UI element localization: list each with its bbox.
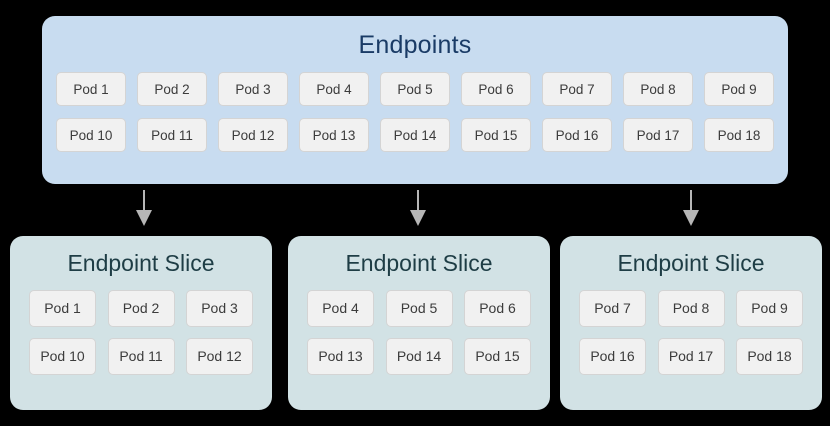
pod-chip[interactable]: Pod 7 <box>542 72 612 106</box>
arrow-down-icon <box>133 190 155 226</box>
endpoint-slice-title: Endpoint Slice <box>617 250 765 276</box>
pod-chip[interactable]: Pod 12 <box>218 118 288 152</box>
arrow-head <box>683 210 699 226</box>
pod-chip[interactable]: Pod 6 <box>464 289 531 327</box>
endpoints-pod-grid: Pod 1 Pod 2 Pod 3 Pod 4 Pod 5 Pod 6 Pod … <box>42 60 788 152</box>
pod-chip[interactable]: Pod 14 <box>385 337 453 375</box>
pod-chip[interactable]: Pod 4 <box>307 289 374 327</box>
endpoint-slice-pod-grid: Pod 7 Pod 8 Pod 9 Pod 16 Pod 17 Pod 18 <box>560 278 822 375</box>
endpoint-slice-pod-row: Pod 1 Pod 2 Pod 3 <box>29 289 253 327</box>
pod-chip[interactable]: Pod 14 <box>380 118 450 152</box>
pod-chip[interactable]: Pod 18 <box>736 337 803 375</box>
pod-chip[interactable]: Pod 3 <box>186 289 253 327</box>
pod-chip[interactable]: Pod 16 <box>542 118 612 152</box>
pod-chip[interactable]: Pod 13 <box>307 337 374 375</box>
endpoint-slice-pod-row: Pod 13 Pod 14 Pod 15 <box>307 337 531 375</box>
pod-chip[interactable]: Pod 4 <box>299 72 369 106</box>
pod-chip[interactable]: Pod 8 <box>657 289 725 327</box>
pod-chip[interactable]: Pod 5 <box>385 289 453 327</box>
endpoint-slice-pod-row: Pod 4 Pod 5 Pod 6 <box>307 289 531 327</box>
arrow-stem <box>417 190 419 214</box>
pod-chip[interactable]: Pod 11 <box>107 337 175 375</box>
arrow-down-icon <box>680 190 702 226</box>
pod-chip[interactable]: Pod 1 <box>56 72 126 106</box>
arrow-stem <box>143 190 145 214</box>
endpoint-slice-title: Endpoint Slice <box>67 250 215 276</box>
pod-chip[interactable]: Pod 5 <box>380 72 450 106</box>
pod-chip[interactable]: Pod 10 <box>56 118 126 152</box>
pod-chip[interactable]: Pod 12 <box>186 337 253 375</box>
arrow-head <box>136 210 152 226</box>
pod-chip[interactable]: Pod 9 <box>704 72 774 106</box>
pod-chip[interactable]: Pod 15 <box>461 118 531 152</box>
pod-chip[interactable]: Pod 8 <box>623 72 693 106</box>
pod-chip[interactable]: Pod 2 <box>137 72 207 106</box>
pod-chip[interactable]: Pod 16 <box>579 337 646 375</box>
arrow-head <box>410 210 426 226</box>
pod-chip[interactable]: Pod 3 <box>218 72 288 106</box>
endpoint-slice-pod-row: Pod 16 Pod 17 Pod 18 <box>579 337 803 375</box>
pod-chip[interactable]: Pod 17 <box>657 337 725 375</box>
pod-chip[interactable]: Pod 18 <box>704 118 774 152</box>
endpoint-slice-pod-grid: Pod 4 Pod 5 Pod 6 Pod 13 Pod 14 Pod 15 <box>288 278 550 375</box>
endpoint-slice-panel: Endpoint Slice Pod 1 Pod 2 Pod 3 Pod 10 … <box>10 236 272 410</box>
pod-chip[interactable]: Pod 2 <box>107 289 175 327</box>
endpoints-title: Endpoints <box>358 31 472 59</box>
endpoint-slice-panel: Endpoint Slice Pod 7 Pod 8 Pod 9 Pod 16 … <box>560 236 822 410</box>
endpoint-slice-title: Endpoint Slice <box>345 250 493 276</box>
endpoints-pod-row: Pod 1 Pod 2 Pod 3 Pod 4 Pod 5 Pod 6 Pod … <box>56 72 774 106</box>
pod-chip[interactable]: Pod 11 <box>137 118 207 152</box>
pod-chip[interactable]: Pod 13 <box>299 118 369 152</box>
arrow-stem <box>690 190 692 214</box>
endpoint-slice-pod-row: Pod 7 Pod 8 Pod 9 <box>579 289 803 327</box>
pod-chip[interactable]: Pod 6 <box>461 72 531 106</box>
pod-chip[interactable]: Pod 1 <box>29 289 96 327</box>
endpoint-slice-panel: Endpoint Slice Pod 4 Pod 5 Pod 6 Pod 13 … <box>288 236 550 410</box>
pod-chip[interactable]: Pod 7 <box>579 289 646 327</box>
pod-chip[interactable]: Pod 9 <box>736 289 803 327</box>
endpoints-panel: Endpoints Pod 1 Pod 2 Pod 3 Pod 4 Pod 5 … <box>42 16 788 184</box>
endpoint-slice-pod-row: Pod 10 Pod 11 Pod 12 <box>29 337 253 375</box>
pod-chip[interactable]: Pod 17 <box>623 118 693 152</box>
endpoints-pod-row: Pod 10 Pod 11 Pod 12 Pod 13 Pod 14 Pod 1… <box>56 118 774 152</box>
pod-chip[interactable]: Pod 10 <box>29 337 96 375</box>
pod-chip[interactable]: Pod 15 <box>464 337 531 375</box>
arrow-down-icon <box>407 190 429 226</box>
endpoint-slice-pod-grid: Pod 1 Pod 2 Pod 3 Pod 10 Pod 11 Pod 12 <box>10 278 272 375</box>
